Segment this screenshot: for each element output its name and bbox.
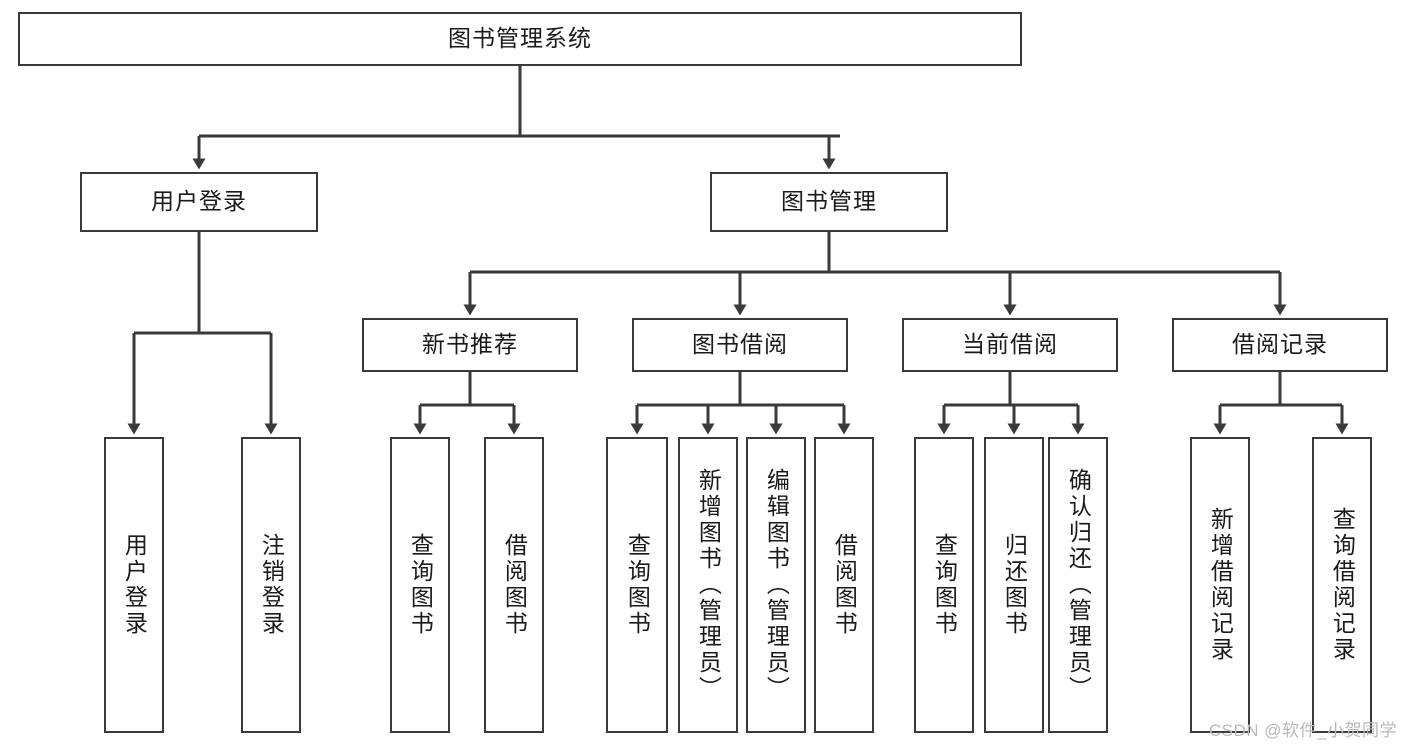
leaf-label: 确认归还（管理员） [1065, 468, 1092, 702]
node-book-management[interactable]: 图书管理 [710, 172, 948, 232]
leaf-label: 注销登录 [258, 533, 285, 637]
leaf-label: 查询借阅记录 [1329, 507, 1356, 663]
leaf-label: 新增借阅记录 [1207, 507, 1234, 663]
leaf-borrow-book-newbook[interactable]: 借阅图书 [484, 437, 544, 733]
leaf-label: 用户登录 [121, 533, 148, 637]
node-root-system[interactable]: 图书管理系统 [18, 12, 1022, 66]
node-current-borrow[interactable]: 当前借阅 [902, 318, 1118, 372]
leaf-query-book-borrow[interactable]: 查询图书 [606, 437, 668, 733]
leaf-query-book-newbook[interactable]: 查询图书 [390, 437, 450, 733]
leaf-label: 归还图书 [1001, 533, 1028, 637]
leaf-borrow-book[interactable]: 借阅图书 [814, 437, 874, 733]
leaf-label: 查询图书 [931, 533, 958, 637]
node-user-login[interactable]: 用户登录 [80, 172, 318, 232]
leaf-query-book-current[interactable]: 查询图书 [914, 437, 974, 733]
leaf-label: 查询图书 [407, 533, 434, 637]
leaf-label: 借阅图书 [831, 533, 858, 637]
leaf-confirm-return-admin[interactable]: 确认归还（管理员） [1048, 437, 1108, 733]
leaf-user-login[interactable]: 用户登录 [104, 437, 164, 733]
leaf-label: 借阅图书 [501, 533, 528, 637]
leaf-label: 编辑图书（管理员） [763, 468, 790, 702]
leaf-logout[interactable]: 注销登录 [241, 437, 301, 733]
node-borrow-record[interactable]: 借阅记录 [1172, 318, 1388, 372]
leaf-label: 新增图书（管理员） [695, 468, 722, 702]
leaf-add-book-admin[interactable]: 新增图书（管理员） [678, 437, 738, 733]
leaf-return-book[interactable]: 归还图书 [984, 437, 1044, 733]
leaf-add-borrow-record[interactable]: 新增借阅记录 [1190, 437, 1250, 733]
leaf-label: 查询图书 [624, 533, 651, 637]
node-new-book-recommend[interactable]: 新书推荐 [362, 318, 578, 372]
node-book-borrow[interactable]: 图书借阅 [632, 318, 848, 372]
leaf-edit-book-admin[interactable]: 编辑图书（管理员） [746, 437, 806, 733]
leaf-query-borrow-record[interactable]: 查询借阅记录 [1312, 437, 1372, 733]
